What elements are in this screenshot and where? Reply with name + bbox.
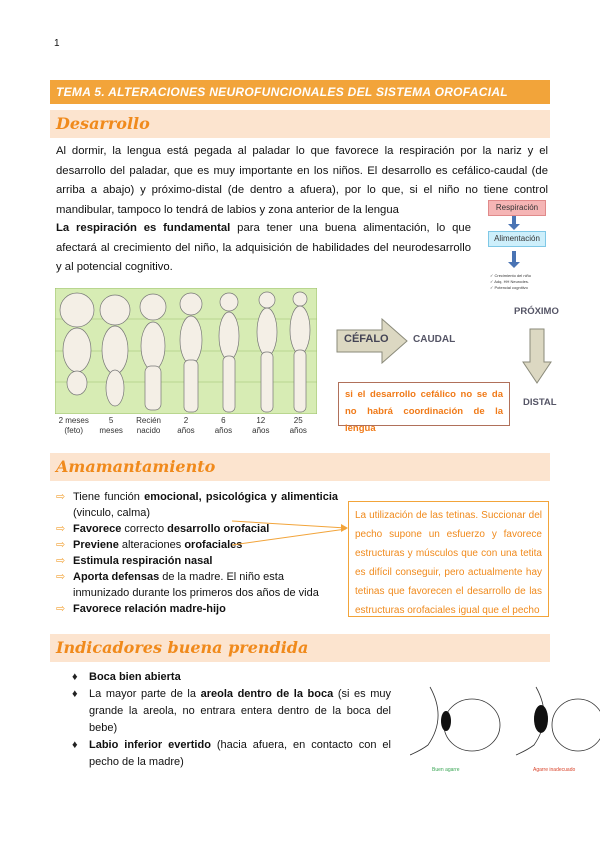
desarrollo-paragraph-2: La respiración es fundamental para tener… xyxy=(56,219,471,278)
arrow-bullet-icon: ⇨ xyxy=(56,571,66,583)
arrow-head xyxy=(508,262,520,268)
check-item: ✓ Crecimiento del niño xyxy=(490,273,531,278)
caudal-label: CAUDAL xyxy=(413,334,456,345)
desarrollo-paragraph-1: Al dormir, la lengua está pegada al pala… xyxy=(56,145,548,216)
tetinas-note: La utilización de las tetinas. Succionar… xyxy=(348,501,549,617)
right-arrow-icon xyxy=(336,318,408,364)
check-item: ✓ Adq. HH Neurodes. xyxy=(490,279,529,284)
cefalo-note: si el desarrollo cefálico no se da no ha… xyxy=(338,382,510,434)
list-item: ♦Boca bien abierta xyxy=(72,669,391,686)
list-item: ⇨Favorece relación madre-hijo xyxy=(56,603,226,615)
list-item: ⇨Favorece correcto desarrollo orofacial xyxy=(56,523,270,535)
list-item: ♦La mayor parte de la areola dentro de l… xyxy=(72,688,391,734)
diamond-bullet-icon: ♦ xyxy=(72,739,78,751)
arrow-down-icon xyxy=(512,251,516,263)
arrow-bullet-icon: ⇨ xyxy=(56,603,66,615)
amamantamiento-list: ⇨Tiene función emocional, psicológica y … xyxy=(56,489,338,617)
page-number: 1 xyxy=(54,38,60,49)
arrow-bullet-icon: ⇨ xyxy=(56,539,66,551)
indicadores-list: ♦Boca bien abierta ♦La mayor parte de la… xyxy=(72,669,391,771)
body-proportions-figure xyxy=(55,288,317,414)
list-item: ♦Labio inferior evertido (hacia afuera, … xyxy=(72,739,391,768)
flow-checklist: ✓ Crecimiento del niño ✓ Adq. HH Neurode… xyxy=(490,273,531,291)
breastfeeding-latch-illustration xyxy=(410,686,600,756)
diamond-bullet-icon: ♦ xyxy=(72,688,78,700)
proximo-label: PRÓXIMO xyxy=(514,306,559,317)
arrow-down-icon xyxy=(512,216,516,226)
arrow-bullet-icon: ⇨ xyxy=(56,555,66,567)
section-heading-desarrollo: Desarrollo xyxy=(50,110,550,138)
distal-label: DISTAL xyxy=(523,397,557,408)
cefalo-label: CÉFALO xyxy=(344,333,389,345)
section-heading-amamantamiento: Amamantamiento xyxy=(50,453,550,481)
diamond-bullet-icon: ♦ xyxy=(72,671,78,683)
figure-label: 2 meses(feto) xyxy=(58,416,89,435)
topic-title: TEMA 5. ALTERACIONES NEUROFUNCIONALES DE… xyxy=(50,80,550,104)
list-item: ⇨Previene alteraciones orofaciales xyxy=(56,539,243,551)
arrow-bullet-icon: ⇨ xyxy=(56,523,66,535)
caption-good-latch: Buen agarre xyxy=(432,767,460,773)
list-item: ⇨Tiene función emocional, psicológica y … xyxy=(56,491,338,519)
para2-bold: La respiración es fundamental xyxy=(56,222,231,234)
section-heading-indicadores: Indicadores buena prendida xyxy=(50,634,550,662)
flow-box-respiracion: Respiración xyxy=(488,200,546,216)
arrow-head xyxy=(508,224,520,230)
para2-rest: para tener una buena alimentación, lo qu… xyxy=(56,222,472,273)
list-item: ⇨Estimula respiración nasal xyxy=(56,555,213,567)
arrow-bullet-icon: ⇨ xyxy=(56,491,66,503)
down-arrow-icon xyxy=(522,328,552,384)
caption-bad-latch: Agarre inadecuado xyxy=(533,767,576,773)
check-item: ✓ Potencial cognitivo xyxy=(490,285,528,290)
flow-box-alimentacion: Alimentación xyxy=(488,231,546,247)
connector-arrows xyxy=(231,520,348,546)
list-item: ⇨Aporta defensas de la madre. El niño es… xyxy=(56,571,319,599)
